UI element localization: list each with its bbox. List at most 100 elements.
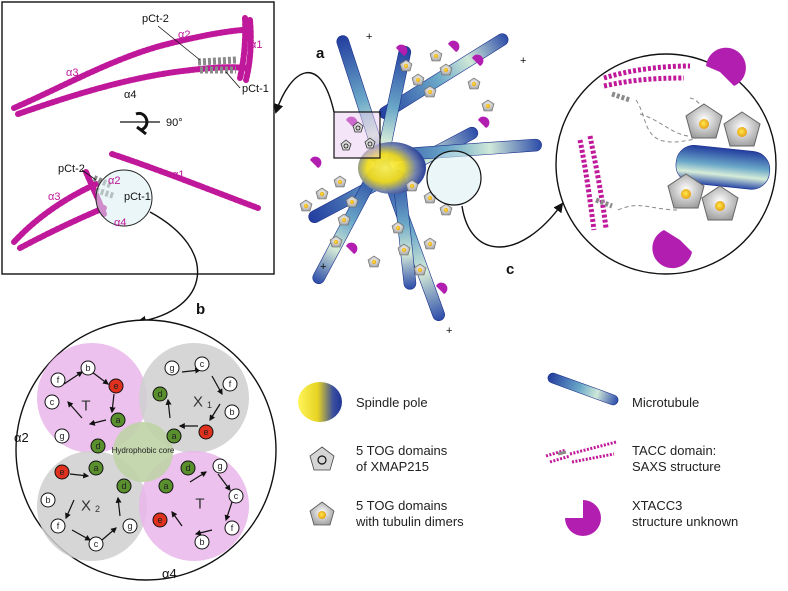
legend-text-tog-tubulin-1: 5 TOG domains xyxy=(356,498,448,513)
tog-cluster-lower xyxy=(367,221,437,276)
xtacc3-zoom-top xyxy=(706,47,746,86)
label-top-alpha4: α4 xyxy=(124,89,136,101)
structure-panel: α1 α2 α3 α4 pCt-2 pCt-1 90° α1 α2 α3 α4 … xyxy=(1,1,275,275)
svg-text:f: f xyxy=(231,523,234,533)
residue-b xyxy=(80,360,96,376)
residue-e xyxy=(108,378,124,394)
tacc-structure-top xyxy=(11,15,254,117)
xtacc3-blobs xyxy=(310,40,490,294)
svg-text:c: c xyxy=(50,397,55,407)
residue-b xyxy=(224,404,240,420)
label-bottom-pct2: pCt-2 xyxy=(58,163,85,175)
label-bottom-alpha1: α1 xyxy=(172,169,184,181)
rotation-indicator: 90° xyxy=(120,111,183,136)
svg-text:a: a xyxy=(163,481,168,491)
residue-d xyxy=(90,438,106,454)
residue-f xyxy=(224,520,240,536)
svg-text:a: a xyxy=(115,415,120,425)
legend-text-microtubule: Microtubule xyxy=(632,395,699,410)
panel-label-c: c xyxy=(506,261,514,278)
residue-f xyxy=(222,376,238,392)
svg-text:b: b xyxy=(229,407,234,417)
label-bottom-alpha2: α2 xyxy=(108,175,120,187)
legend-item-spindle-pole: Spindle pole xyxy=(298,382,428,422)
residue-c xyxy=(194,356,210,372)
structure-panel-frame xyxy=(1,1,275,275)
residue-g xyxy=(122,518,138,534)
plus-sign-right: + xyxy=(520,55,526,67)
helix-sub-x1: 1 xyxy=(207,400,212,410)
residue-d xyxy=(116,478,132,494)
pct-helices-top xyxy=(197,56,237,74)
helical-wheel-panel: Hydrophobic core f b e c a g d T xyxy=(14,319,277,581)
svg-text:f: f xyxy=(57,521,60,531)
arrow-a xyxy=(273,72,335,114)
legend-text-tacc-2: SAXS structure xyxy=(632,459,721,474)
label-bottom-pct1: pCt-1 xyxy=(124,191,151,203)
tog-rings-in-box xyxy=(340,121,376,151)
svg-text:e: e xyxy=(157,515,162,525)
label-bottom-alpha4: α4 xyxy=(114,217,126,229)
microtubule-icon xyxy=(547,372,619,406)
tacc-structure-zoom xyxy=(577,63,691,231)
xtacc3-zoom-bottom xyxy=(652,230,692,269)
residue-e xyxy=(152,512,168,528)
svg-text:b: b xyxy=(85,363,90,373)
legend-text-tog-tubulin-2: with tubulin dimers xyxy=(355,514,464,529)
residue-a xyxy=(158,478,174,494)
helix-sub-x2: 2 xyxy=(95,504,100,514)
spindle-zoom-box xyxy=(333,111,381,159)
svg-text:g: g xyxy=(59,431,64,441)
svg-text:b: b xyxy=(45,495,50,505)
residue-g xyxy=(164,360,180,376)
residue-d xyxy=(152,386,168,402)
pointer-top-pct1 xyxy=(225,71,241,89)
wheel-label-alpha2: α2 xyxy=(14,430,29,445)
wheel-t-upper: f b e c a g d T xyxy=(44,360,126,454)
legend-text-tacc-1: TACC domain: xyxy=(632,443,716,458)
svg-text:a: a xyxy=(93,463,98,473)
spindle-zoom-circle xyxy=(426,150,482,206)
residue-c xyxy=(228,488,244,504)
svg-text:d: d xyxy=(95,441,100,451)
residue-e xyxy=(198,424,214,440)
residue-a xyxy=(88,460,104,476)
pct-zoom-circle xyxy=(95,169,153,227)
wheel-x2: e a b d f g c X 2 xyxy=(40,460,138,552)
svg-text:g: g xyxy=(217,461,222,471)
svg-text:a: a xyxy=(171,431,176,441)
plus-sign-bottom: + xyxy=(446,325,452,337)
hydrophobic-core-label: Hydrophobic core xyxy=(112,446,175,455)
panel-label-b: b xyxy=(196,301,205,318)
residue-d xyxy=(180,460,196,476)
plus-sign-left: + xyxy=(320,261,326,273)
legend-text-xtacc3-1: XTACC3 xyxy=(632,498,682,513)
legend-text-tog-2: of XMAP215 xyxy=(356,459,429,474)
wheel-x1: c g f d a b e X 1 xyxy=(152,356,240,444)
plus-sign-top: + xyxy=(366,31,372,43)
residue-b xyxy=(40,492,56,508)
zoom-panel-c xyxy=(555,47,777,275)
legend-text-xtacc3-2: structure unknown xyxy=(632,514,738,529)
panel-label-a: a xyxy=(316,45,325,62)
svg-text:f: f xyxy=(57,375,60,385)
rotation-label: 90° xyxy=(166,117,183,129)
svg-text:e: e xyxy=(113,381,118,391)
arrow-b xyxy=(136,211,199,326)
residue-b xyxy=(194,534,210,550)
svg-text:c: c xyxy=(94,539,99,549)
helix-name-x1: X xyxy=(193,394,203,411)
pointer-bottom-pct2 xyxy=(81,169,97,181)
svg-text:f: f xyxy=(229,379,232,389)
tog-cluster-upper xyxy=(399,49,495,112)
arrow-c xyxy=(461,202,564,248)
legend-item-tog: 5 TOG domains of XMAP215 xyxy=(309,443,448,474)
tacc-domain-icon xyxy=(545,440,617,464)
tog-cluster-left xyxy=(299,175,359,248)
hydrophobic-core xyxy=(113,422,173,482)
svg-text:e: e xyxy=(203,427,208,437)
svg-text:d: d xyxy=(157,389,162,399)
legend-item-microtubule: Microtubule xyxy=(547,372,699,410)
tog-clusters xyxy=(299,49,495,276)
residue-g xyxy=(212,458,228,474)
